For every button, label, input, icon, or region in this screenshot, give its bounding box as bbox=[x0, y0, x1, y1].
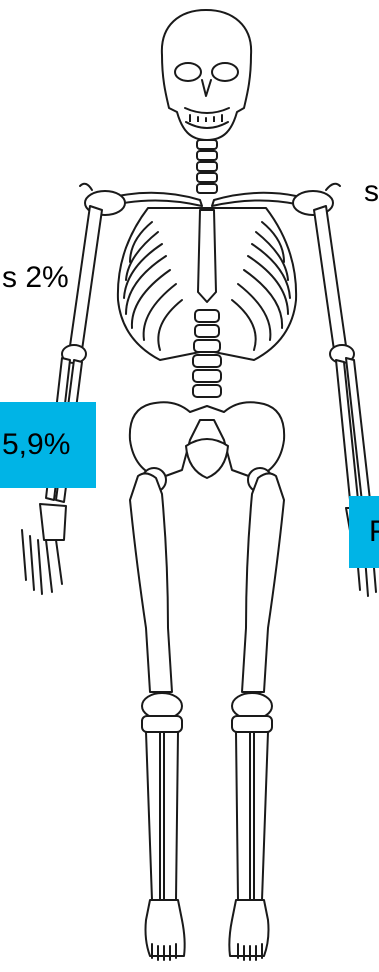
highlight-box-left: 5,9% bbox=[0, 402, 96, 488]
femurs bbox=[130, 473, 284, 692]
label-right-upper: s bbox=[364, 177, 379, 207]
skull bbox=[162, 10, 251, 140]
label-left-highlight: 5,9% bbox=[2, 428, 70, 462]
cervical-spine bbox=[197, 140, 217, 193]
hands bbox=[22, 504, 376, 596]
highlight-box-right: F bbox=[349, 496, 379, 568]
knees bbox=[142, 693, 272, 732]
feet bbox=[146, 900, 269, 960]
label-right-highlight: F bbox=[369, 515, 379, 549]
lower-legs bbox=[146, 732, 268, 900]
label-left-upper: s 2% bbox=[2, 263, 69, 293]
